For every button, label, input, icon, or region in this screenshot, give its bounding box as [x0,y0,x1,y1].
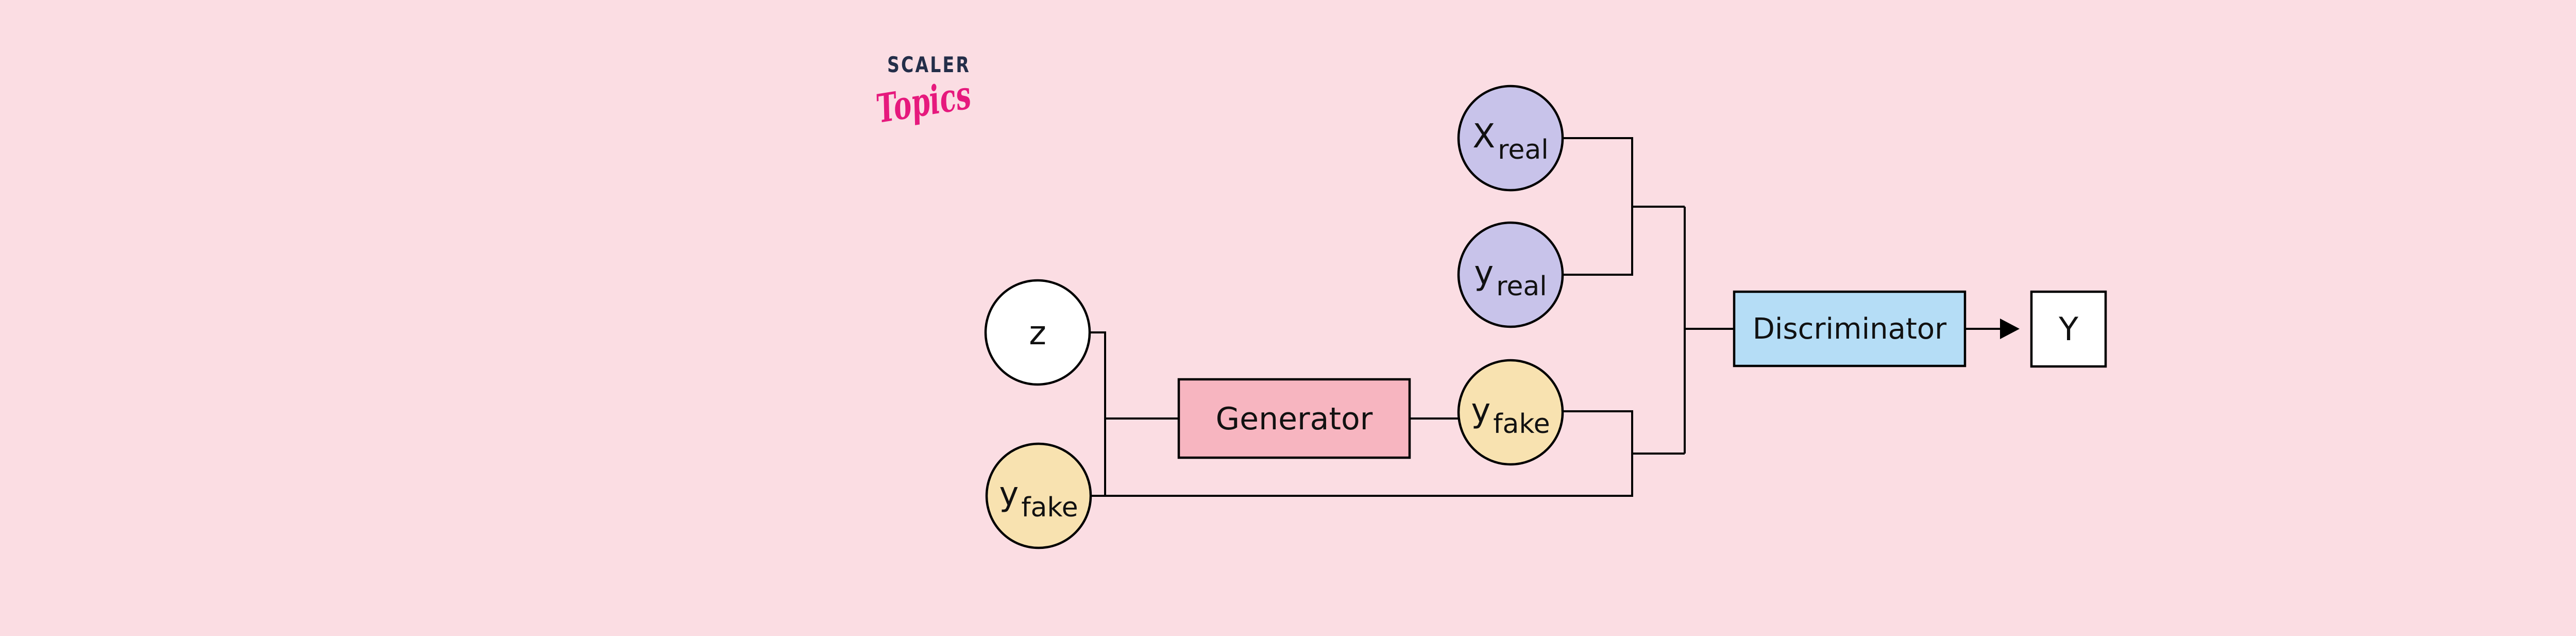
generator-node: Generator [1177,378,1411,459]
x-real-label: Xreal [1472,118,1548,165]
y-fake-mid-node: yfake [1457,359,1564,466]
discriminator-box [1733,290,1967,367]
x-real-circle [1457,85,1564,192]
z-route-line [1090,331,1106,496]
output-box [2030,290,2107,368]
logo-brand-text: SCALER [887,52,971,77]
z-label: z [1029,314,1046,353]
y-fake-bottom-label: yfake [999,475,1078,523]
y-fake-bottom-node: yfake [985,442,1092,549]
x-real-node: Xreal [1457,85,1564,192]
y-fake-mid-label: yfake [1471,392,1550,440]
discriminator-label: Discriminator [1753,312,1947,346]
z-node: z [984,279,1091,386]
y-fake-bottom-circle [985,442,1092,549]
output-node: Y [2030,290,2107,368]
arrowhead-icon [2000,319,2020,339]
discriminator-node: Discriminator [1733,290,1967,367]
output-label: Y [2058,310,2078,348]
generator-label: Generator [1216,401,1373,437]
generator-box [1177,378,1411,459]
y-real-node: yreal [1457,221,1564,328]
y-real-label: yreal [1474,254,1547,302]
y-fake-mid-circle [1457,359,1564,466]
z-circle [984,279,1091,386]
y-real-circle [1457,221,1564,328]
